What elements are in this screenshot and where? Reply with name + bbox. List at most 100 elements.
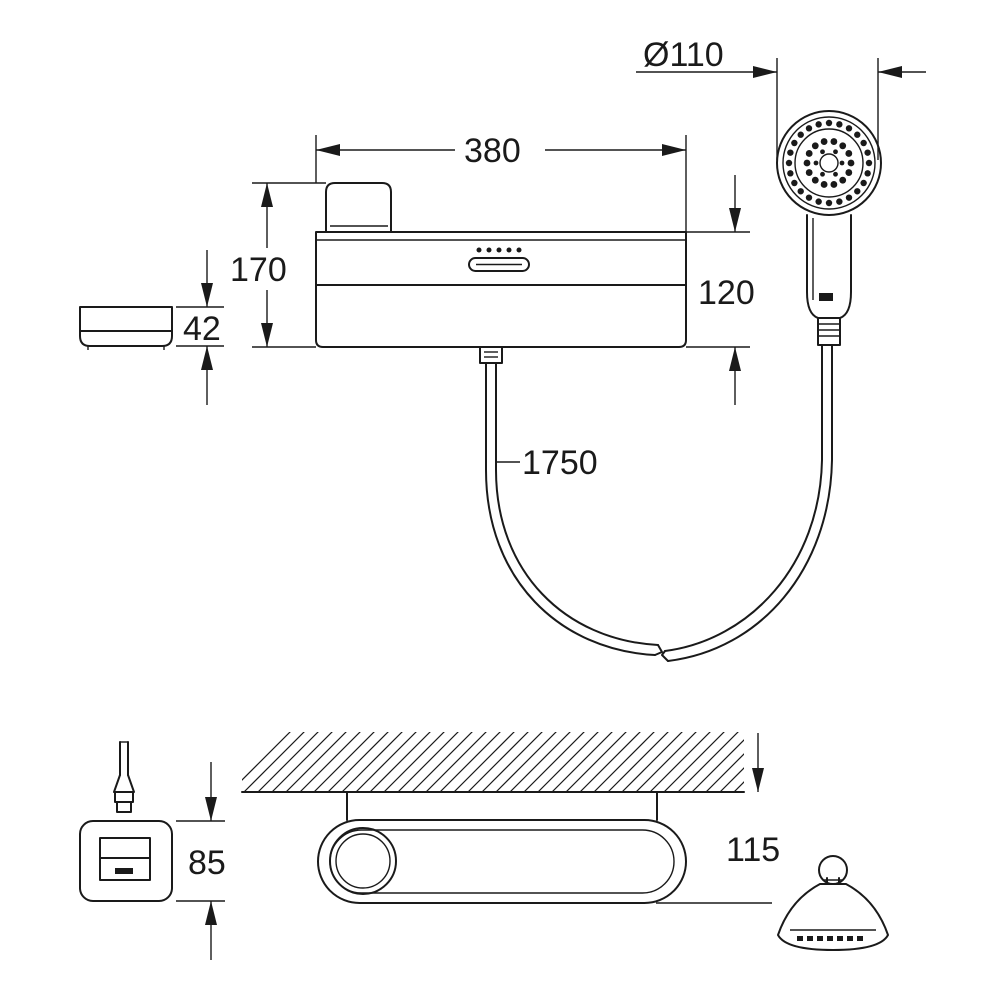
hatch-line — [635, 732, 697, 792]
nozzle-dot — [854, 131, 861, 138]
hatch-line — [257, 732, 319, 792]
nozzle-dot — [815, 198, 822, 205]
nozzle-dot — [803, 159, 811, 167]
hatch-line — [242, 732, 291, 781]
nozzle-dot — [839, 160, 845, 166]
hatch-line — [691, 739, 744, 792]
dimension-label-120: 120 — [698, 274, 755, 312]
hatch-line — [453, 732, 515, 792]
hatch-line — [369, 732, 431, 792]
nozzle-dot — [791, 179, 798, 187]
nozzle-dot — [864, 149, 871, 156]
nozzle-dot — [845, 194, 853, 201]
dimension-label-42: 42 — [183, 310, 221, 348]
hatch-line — [299, 732, 361, 792]
nozzle-dot — [865, 159, 873, 167]
wall-hatching — [241, 730, 880, 793]
nozzle-dot — [811, 142, 819, 150]
nozzle-dot — [797, 131, 804, 138]
hatch-line — [425, 732, 487, 792]
nozzle-dot — [811, 176, 819, 184]
hatch-line — [804, 730, 866, 792]
nozzle-dot — [839, 176, 847, 184]
nozzle-dot — [833, 149, 838, 155]
nozzle-dot — [845, 125, 853, 132]
hand-shower — [776, 110, 882, 346]
nozzle-dot — [820, 138, 828, 145]
nozzle-dot — [860, 139, 867, 147]
hatch-line — [607, 732, 669, 792]
nozzle-dot — [839, 142, 847, 150]
nozzle-dot — [860, 179, 867, 187]
nozzle-dot — [820, 149, 825, 155]
hatch-line — [677, 732, 739, 792]
nozzle-dot — [813, 160, 819, 166]
nozzle-dot — [807, 936, 813, 941]
dimension-115: 115 — [656, 733, 780, 904]
hatch-line — [313, 732, 375, 792]
nozzle-dot — [817, 936, 823, 941]
hatch-line — [593, 732, 655, 792]
hatch-line — [523, 732, 585, 792]
hatch-line — [551, 732, 613, 792]
hatch-line — [776, 730, 838, 792]
dimension-170: 170 — [230, 182, 326, 348]
dimension-120: 120 — [686, 175, 755, 405]
thermostat-bottom-view — [317, 791, 687, 904]
dimension-label-380: 380 — [464, 132, 521, 170]
side-view — [79, 741, 173, 902]
indicator-dots — [476, 247, 522, 253]
dimension-42: 42 — [176, 250, 224, 405]
hatch-line — [818, 730, 880, 792]
hatch-line — [383, 732, 445, 792]
nozzle-dot — [797, 936, 803, 941]
nozzle-dot — [825, 199, 833, 207]
nozzle-dot — [837, 936, 843, 941]
nozzle-dot — [847, 936, 853, 941]
hand-shower-side-view — [777, 855, 889, 951]
nozzle-dot — [785, 159, 793, 167]
nozzle-dot — [787, 170, 794, 177]
nozzle-dot — [845, 169, 853, 176]
hatch-line — [733, 781, 744, 792]
hatch-line — [439, 732, 501, 792]
nozzle-dot — [836, 198, 843, 205]
hatch-line — [355, 732, 417, 792]
nozzle-dot — [787, 149, 794, 156]
hatch-line — [411, 732, 473, 792]
nozzle-dot — [857, 936, 863, 941]
hatch-line — [579, 732, 641, 792]
nozzle-dot — [830, 138, 838, 145]
hatch-line — [397, 732, 459, 792]
nozzle-dot — [830, 181, 838, 188]
dimension-diameter-110: Ø110 — [636, 36, 926, 160]
nozzle-dot — [805, 125, 813, 132]
hatch-line — [509, 732, 571, 792]
nozzle-dot — [864, 170, 871, 177]
hatch-line — [719, 767, 744, 792]
hatch-line — [467, 732, 529, 792]
dimension-label-1750: 1750 — [522, 444, 598, 482]
shelf-tray — [79, 306, 173, 350]
hatch-line — [271, 732, 333, 792]
hatch-line — [495, 732, 557, 792]
nozzle-dot — [847, 159, 855, 167]
thermostat-body — [315, 182, 687, 364]
hatch-line — [705, 753, 744, 792]
dimension-85: 85 — [176, 762, 226, 960]
nozzle-dot — [805, 150, 813, 157]
nozzle-dot — [820, 171, 825, 177]
hatch-line — [565, 732, 627, 792]
nozzle-dot — [820, 181, 828, 188]
hatch-line — [790, 730, 852, 792]
hatch-line — [537, 732, 599, 792]
hatch-line — [341, 732, 403, 792]
nozzle-dot — [836, 121, 843, 128]
dimension-label-115: 115 — [726, 831, 780, 869]
hatch-line — [285, 732, 347, 792]
hatch-line — [649, 732, 711, 792]
hatch-line — [663, 732, 725, 792]
nozzle-dot — [805, 194, 813, 201]
hatch-line — [327, 732, 389, 792]
